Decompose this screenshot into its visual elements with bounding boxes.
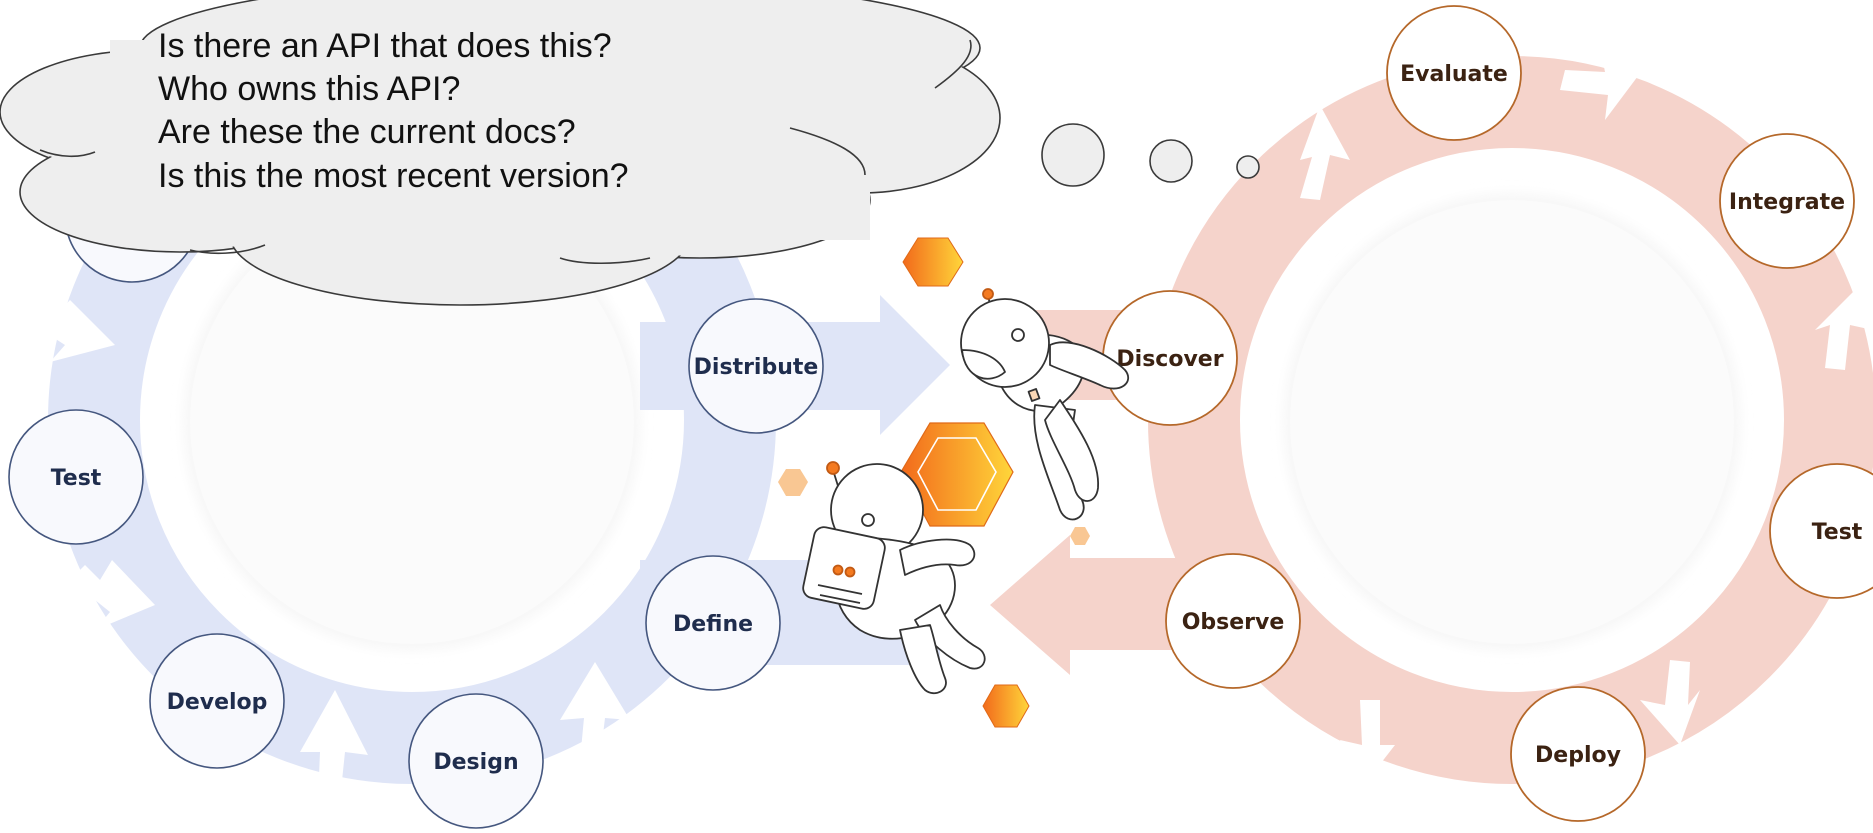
node-observe-label: Observe bbox=[1182, 610, 1285, 635]
node-test-consumer-label: Test bbox=[1812, 520, 1863, 545]
node-define[interactable]: Define bbox=[645, 555, 781, 691]
thought-dot-large bbox=[1041, 123, 1105, 187]
node-develop[interactable]: Develop bbox=[149, 633, 285, 769]
node-integrate[interactable]: Integrate bbox=[1719, 133, 1855, 269]
thought-line-4: Is this the most recent version? bbox=[158, 157, 629, 195]
hexagon-bottom bbox=[982, 684, 1030, 728]
node-distribute[interactable]: Distribute bbox=[688, 298, 824, 434]
consumer-ring-arrowheads bbox=[1300, 35, 1873, 790]
thought-line-1: Is there an API that does this? bbox=[158, 27, 612, 65]
thought-bubble: Is there an API that does this? Who owns… bbox=[0, 0, 1260, 306]
node-test-producer-label: Test bbox=[51, 466, 102, 491]
thought-dot-medium bbox=[1149, 139, 1193, 183]
node-deploy[interactable]: Deploy bbox=[1510, 686, 1646, 822]
node-design[interactable]: Design bbox=[408, 693, 544, 829]
node-develop-label: Develop bbox=[167, 690, 268, 715]
producer-ring-arrowheads bbox=[20, 300, 630, 800]
hexagon-large-inner bbox=[917, 437, 997, 511]
node-evaluate-label: Evaluate bbox=[1400, 62, 1508, 87]
node-design-label: Design bbox=[433, 750, 518, 775]
hexagon-top bbox=[902, 237, 964, 287]
astronaut-upper bbox=[960, 288, 1130, 521]
node-integrate-label: Integrate bbox=[1729, 190, 1845, 215]
consumer-loop bbox=[990, 35, 1873, 790]
node-observe[interactable]: Observe bbox=[1165, 553, 1301, 689]
consumer-stage-nodes: Evaluate Integrate Discover Test Observe… bbox=[1102, 5, 1873, 822]
node-test-consumer[interactable]: Test bbox=[1769, 463, 1873, 599]
node-define-label: Define bbox=[673, 612, 753, 637]
node-deploy-label: Deploy bbox=[1535, 743, 1621, 768]
node-evaluate[interactable]: Evaluate bbox=[1386, 5, 1522, 141]
hexagon-small-left bbox=[778, 469, 808, 496]
node-test-producer[interactable]: Test bbox=[8, 409, 144, 545]
node-distribute-label: Distribute bbox=[694, 355, 819, 380]
node-discover-label: Discover bbox=[1116, 347, 1223, 372]
astronaut-lower bbox=[802, 461, 986, 695]
hexagon-decorations bbox=[778, 237, 1090, 728]
thought-line-2: Who owns this API? bbox=[158, 70, 460, 108]
hexagon-small-right bbox=[1070, 527, 1090, 545]
node-discover[interactable]: Discover bbox=[1102, 290, 1238, 426]
thought-dot-small bbox=[1236, 155, 1260, 179]
thought-line-3: Are these the current docs? bbox=[158, 113, 576, 151]
